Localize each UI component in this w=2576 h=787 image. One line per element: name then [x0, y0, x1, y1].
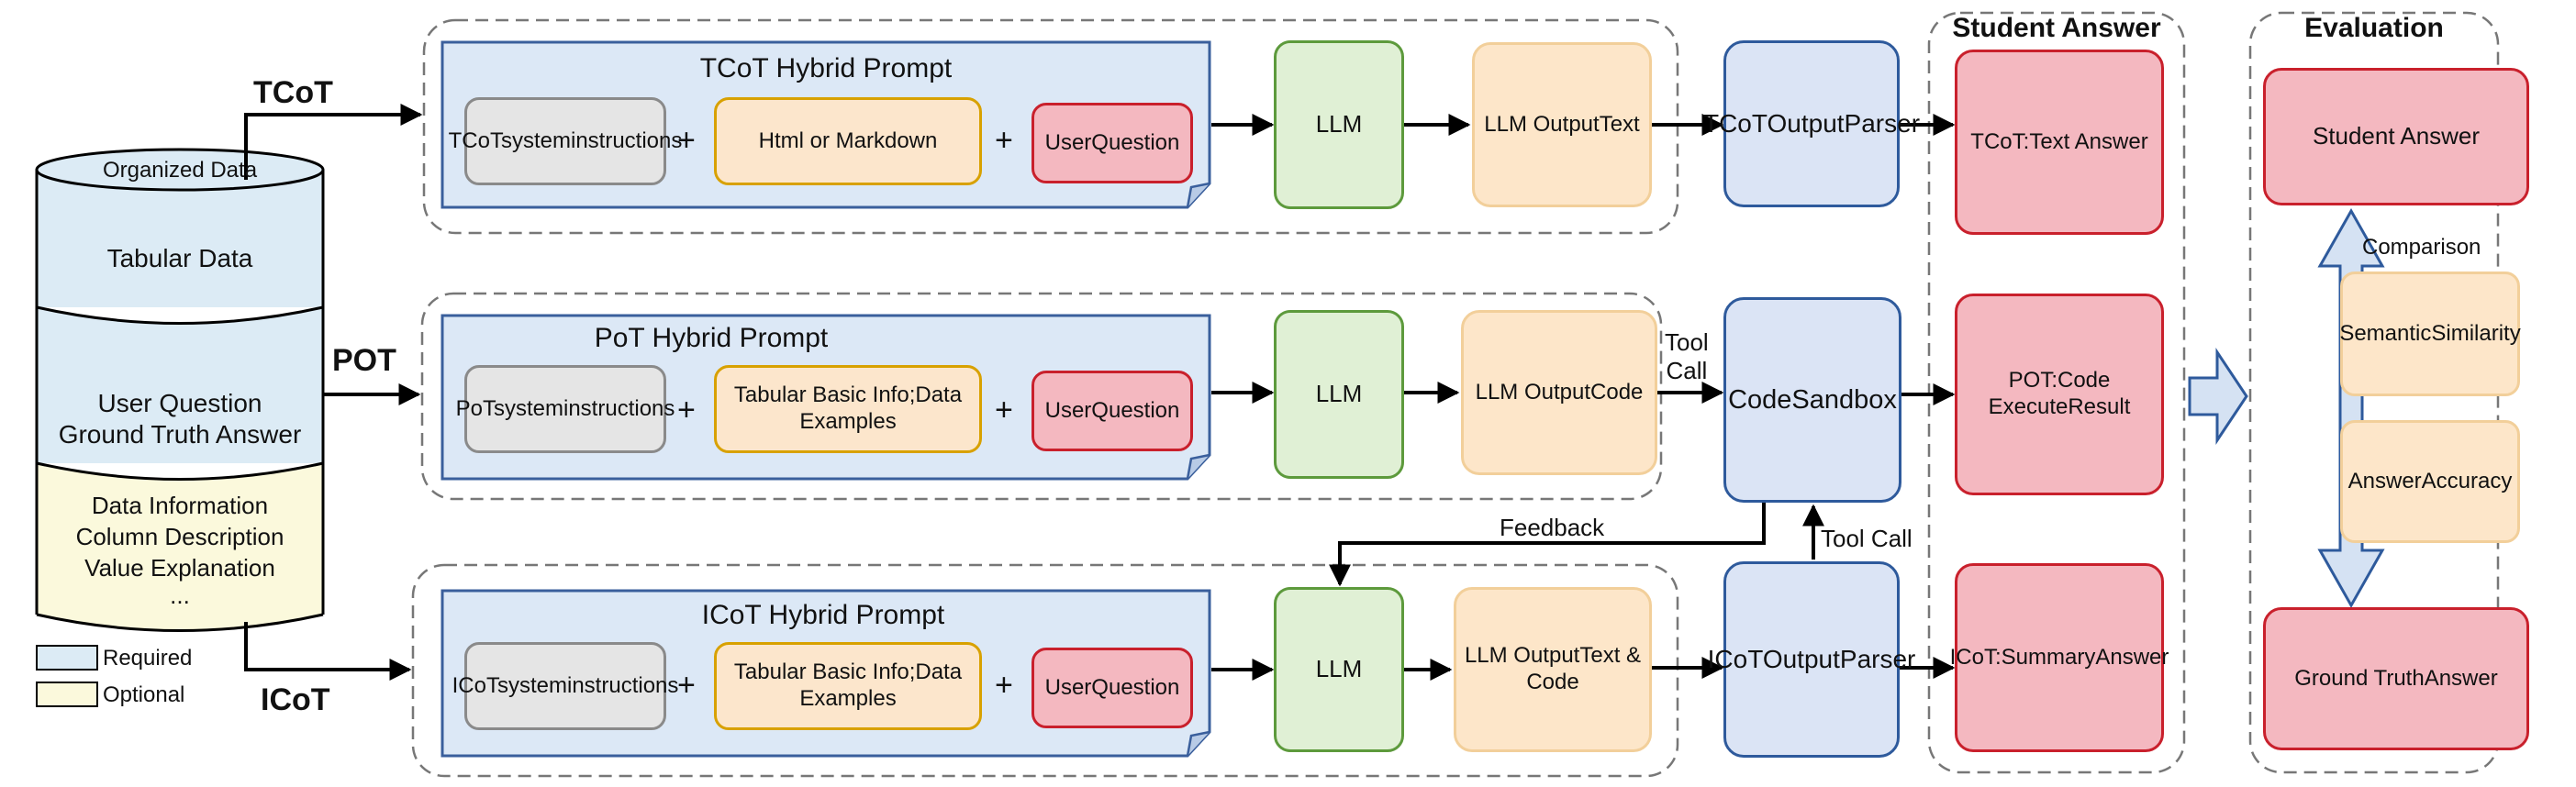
tcot-branch-arrow: [244, 104, 423, 180]
student-to-evaluation-arrow: [2188, 348, 2248, 445]
tcot-branch-label: TCoT: [253, 75, 333, 110]
legend-optional-swatch: [36, 682, 98, 707]
answer-accuracy: AnswerAccuracy: [2340, 420, 2520, 543]
icot-output-parser: ICoTOutputParser: [1708, 561, 1915, 758]
tcot-output-parser: TCoTOutputParser: [1703, 40, 1920, 207]
pot-plus-2: +: [995, 393, 1013, 427]
tcot-html-markdown: Html or Markdown: [714, 97, 982, 185]
tcot-llm: LLM: [1274, 40, 1404, 209]
icot-prompt-fold: [1186, 730, 1210, 757]
semantic-similarity: SemanticSimilarity: [2339, 272, 2521, 396]
pot-prompt-title: PoT Hybrid Prompt: [594, 323, 829, 353]
icot-plus-2: +: [995, 668, 1013, 703]
comparison-label: Comparison: [2362, 235, 2481, 260]
icot-summary-answer: ICoT:SummaryAnswer: [1950, 563, 2169, 752]
value-explanation-label: Value Explanation: [84, 554, 275, 582]
pot-plus-1: +: [677, 393, 696, 427]
code-sandbox: CodeSandbox: [1723, 297, 1901, 503]
feedback-arrow: [1329, 503, 1766, 587]
icot-basic-info: Tabular Basic Info;Data Examples: [714, 642, 982, 730]
evaluation-student-answer: Student Answer: [2263, 68, 2529, 205]
icot-branch-arrow: [244, 622, 412, 681]
tcot-system-instructions: TCoTsysteminstructions: [449, 97, 682, 185]
icot-prompt-title: ICoT Hybrid Prompt: [701, 600, 945, 630]
pot-code-execute-result: POT:Code ExecuteResult: [1955, 294, 2164, 495]
tcot-prompt-fold: [1186, 182, 1210, 208]
icot-llm: LLM: [1274, 587, 1404, 752]
icot-system-instructions: ICoTsysteminstructions: [452, 642, 678, 730]
student-answer-title: Student Answer: [1952, 13, 2161, 43]
legend-required-label: Required: [103, 646, 193, 671]
tabular-data-label: Tabular Data: [106, 244, 253, 272]
legend-optional-label: Optional: [103, 682, 185, 707]
data-information-label: Data Information: [91, 492, 269, 519]
tcot-text-answer: TCoT:Text Answer: [1955, 50, 2164, 235]
pot-llm-output: LLM OutputCode: [1461, 310, 1657, 475]
pot-system-instructions: PoTsysteminstructions: [456, 365, 675, 453]
column-description-label: Column Description: [75, 523, 284, 550]
ellipsis-label: ...: [170, 582, 190, 609]
evaluation-title: Evaluation: [2304, 13, 2444, 43]
pot-llm: LLM: [1274, 310, 1404, 479]
tool-call-bottom-label: Tool Call: [1821, 525, 1912, 552]
tcot-prompt-title: TCoT Hybrid Prompt: [699, 53, 953, 83]
tcot-plus-1: +: [677, 123, 696, 158]
legend-required-swatch: [36, 645, 98, 671]
pot-basic-info: Tabular Basic Info;Data Examples: [714, 365, 982, 453]
evaluation-group-outline: [2248, 11, 2500, 774]
pot-user-question: UserQuestion: [1032, 371, 1193, 451]
ground-truth-label: Ground Truth Answer: [58, 420, 302, 449]
pot-prompt-fold: [1186, 453, 1210, 480]
ground-truth-answer: Ground TruthAnswer: [2263, 607, 2529, 750]
icot-plus-1: +: [677, 668, 696, 703]
icot-branch-label: ICoT: [261, 682, 330, 717]
icot-llm-output: LLM OutputText & Code: [1454, 587, 1652, 752]
user-question-label: User Question: [97, 389, 262, 417]
pot-group-outline: [420, 292, 1663, 501]
feedback-label: Feedback: [1500, 514, 1605, 541]
tcot-plus-2: +: [995, 123, 1013, 158]
database-cylinder: [35, 148, 325, 632]
tcot-llm-output: LLM OutputText: [1472, 42, 1652, 207]
pot-branch-label: POT: [332, 343, 396, 378]
organized-data-label: Organized Data: [102, 158, 258, 183]
icot-user-question: UserQuestion: [1032, 648, 1193, 728]
tcot-user-question: UserQuestion: [1032, 103, 1193, 183]
icot-group-outline: [411, 563, 1679, 778]
comparison-double-arrow: [2317, 207, 2385, 609]
